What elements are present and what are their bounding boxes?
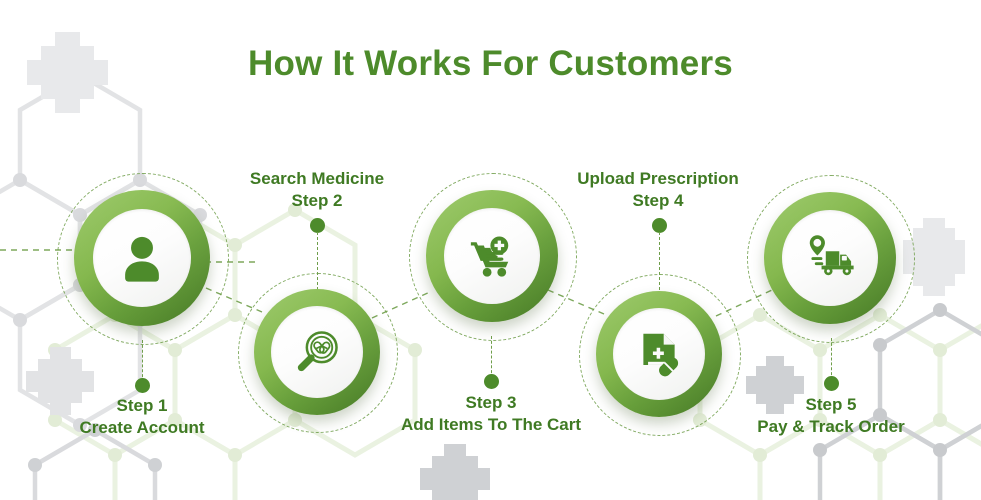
step-icon-circle [613,308,705,400]
step-name-2: Search Medicine [249,169,385,188]
step1-connector-line [142,340,143,382]
shopping-cart-plus-icon [470,236,509,277]
magnifier-pills-icon [297,331,338,372]
step-label-create-account: Step 1 Create Account [42,395,242,439]
step-number-5: Step 5 [805,395,857,414]
step-number-1: Step 1 [116,396,168,415]
step4-connector-line [659,232,660,290]
step-icon-circle [782,210,878,306]
cross-icon-bottom-center [420,444,490,500]
page-title: How It Works For Customers [248,44,733,83]
step5-connector-line [831,338,832,380]
step-icon-circle [93,209,191,307]
step4-connector-dot [652,218,667,233]
step-label-search-medicine: Search Medicine Step 2 [217,168,417,212]
step2-connector-line [317,232,318,290]
step5-connector-dot [824,376,839,391]
step-upload-prescription[interactable] [579,274,741,436]
step-name-5: Pay & Track Order [757,417,905,437]
step-name-3: Add Items To The Cart [400,415,582,435]
step-search-medicine[interactable] [238,273,398,433]
step1-connector-dot [135,378,150,393]
user-icon [125,236,159,282]
step-name-1: Create Account [79,418,205,438]
hexagon-pattern-grey-bottomleft [32,427,158,500]
step-dashed-ring [57,173,229,345]
step-dashed-ring [238,273,398,433]
step-number-3: Step 3 [465,393,517,412]
step-label-add-to-cart: Step 3 Add Items To The Cart [371,392,611,436]
step-label-upload-prescription: Upload Prescription Step 4 [557,168,759,212]
step-create-account[interactable] [57,173,229,345]
step-dashed-ring [409,173,577,341]
step-icon-circle [444,208,540,304]
step-add-to-cart[interactable] [409,173,577,341]
prescription-document-icon [643,333,679,377]
step2-connector-dot [310,218,325,233]
delivery-truck-location-icon [809,235,854,276]
step-number-4: Step 4 [632,191,684,211]
step-number-2: Step 2 [291,191,343,211]
step-dashed-ring [579,274,741,436]
step-name-4: Upload Prescription [577,169,739,188]
step3-connector-line [491,336,492,378]
step-label-pay-track-order: Step 5 Pay & Track Order [731,394,931,438]
step-icon-circle [271,306,363,398]
step3-connector-dot [484,374,499,389]
step-pay-track-order[interactable] [747,175,915,343]
